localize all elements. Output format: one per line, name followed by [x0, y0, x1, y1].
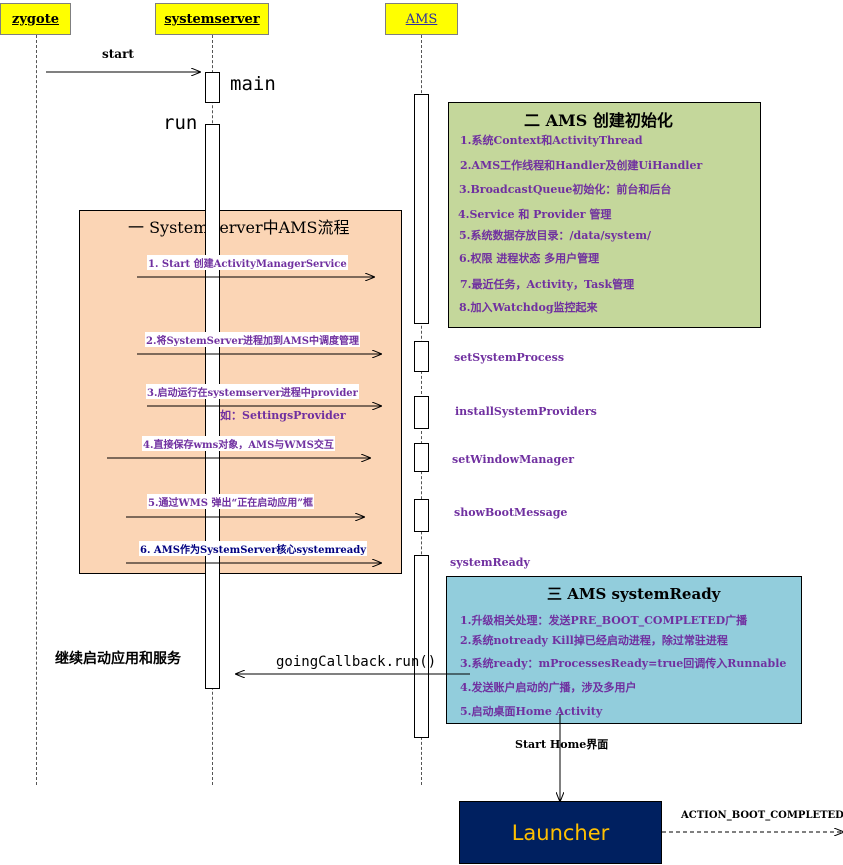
step-3: 3.启动运行在systemserver进程中provider [146, 384, 359, 399]
panel-two-item-2: 2.AMS工作线程和Handler及创建UiHandler [460, 159, 703, 172]
panel-three-item-3: 3.系统ready：mProcessesReady=true回调传入Runnab… [460, 657, 787, 670]
panel-two-item-3: 3.BroadcastQueue初始化：前台和后台 [459, 183, 672, 196]
label-main: main [230, 73, 276, 95]
actor-zygote: zygote [0, 3, 71, 35]
step-2: 2.将SystemServer进程加到AMS中调度管理 [145, 332, 361, 347]
label-action-boot-completed: ACTION_BOOT_COMPLETED [681, 810, 843, 821]
activation-main [205, 72, 220, 103]
panel-two-item-6: 6.权限 进程状态 多用户管理 [459, 252, 600, 265]
label-start-home: Start Home界面 [515, 738, 609, 751]
panel-three-item-4: 4.发送账户启动的广播，涉及多用户 [460, 681, 637, 694]
step-3-sub: 如：SettingsProvider [220, 409, 346, 422]
panel-three-title: 三 AMS systemReady [547, 585, 721, 603]
actor-ams-label: AMS [405, 11, 438, 27]
panel-three-item-5: 5.启动桌面Home Activity [460, 705, 603, 718]
panel-two-item-8: 8.加入Watchdog监控起来 [459, 301, 598, 314]
panel-two-item-7: 7.最近任务，Activity，Task管理 [460, 278, 635, 291]
panel-two-title: 二 AMS 创建初始化 [524, 111, 673, 130]
actor-zygote-label: zygote [12, 11, 59, 27]
actor-systemserver: systemserver [155, 3, 269, 35]
label-start: start [102, 47, 134, 61]
activation-showbootmessage [414, 499, 429, 532]
panel-two-item-1: 1.系统Context和ActivityThread [460, 134, 643, 147]
call-showbootmessage: showBootMessage [454, 506, 568, 519]
call-systemready: systemReady [450, 556, 530, 569]
panel-three-item-1: 1.升级相关处理：发送PRE_BOOT_COMPLETED广播 [460, 614, 748, 627]
activation-systemready [414, 555, 429, 738]
step-4: 4.直接保存wms对象，AMS与WMS交互 [142, 436, 335, 451]
panel-ams-systemready [446, 576, 802, 724]
activation-ams-init [414, 94, 429, 324]
call-setwindowmanager: setWindowManager [452, 453, 575, 466]
step-5: 5.通过WMS 弹出“正在启动应用”框 [147, 494, 314, 509]
call-setsystemprocess: setSystemProcess [454, 351, 565, 364]
actor-systemserver-label: systemserver [164, 11, 260, 27]
panel-two-item-5: 5.系统数据存放目录：/data/system/ [459, 229, 652, 242]
call-installsystemproviders: installSystemProviders [455, 405, 597, 418]
lifeline-zygote [36, 35, 37, 785]
label-going-callback: goingCallback.run() [276, 654, 437, 670]
label-continue-apps: 继续启动应用和服务 [55, 651, 181, 667]
launcher-label: Launcher [511, 820, 610, 845]
panel-two-item-4: 4.Service 和 Provider 管理 [458, 208, 612, 221]
activation-installproviders [414, 396, 429, 429]
panel-three-item-2: 2.系统notready Kill掉已经启动进程，除过常驻进程 [460, 634, 728, 647]
step-6: 6. AMS作为SystemServer核心systemready [139, 541, 368, 556]
panel-one-title: 一 SystemServer中AMS流程 [128, 214, 350, 238]
actor-ams: AMS [385, 3, 458, 35]
step-1: 1. Start 创建ActivityManagerService [147, 255, 348, 270]
activation-setsystemprocess [414, 341, 429, 372]
activation-setwindowmanager [414, 443, 429, 472]
label-run: run [163, 112, 198, 134]
panel-ams-init [448, 102, 761, 328]
launcher-box: Launcher [459, 801, 662, 864]
